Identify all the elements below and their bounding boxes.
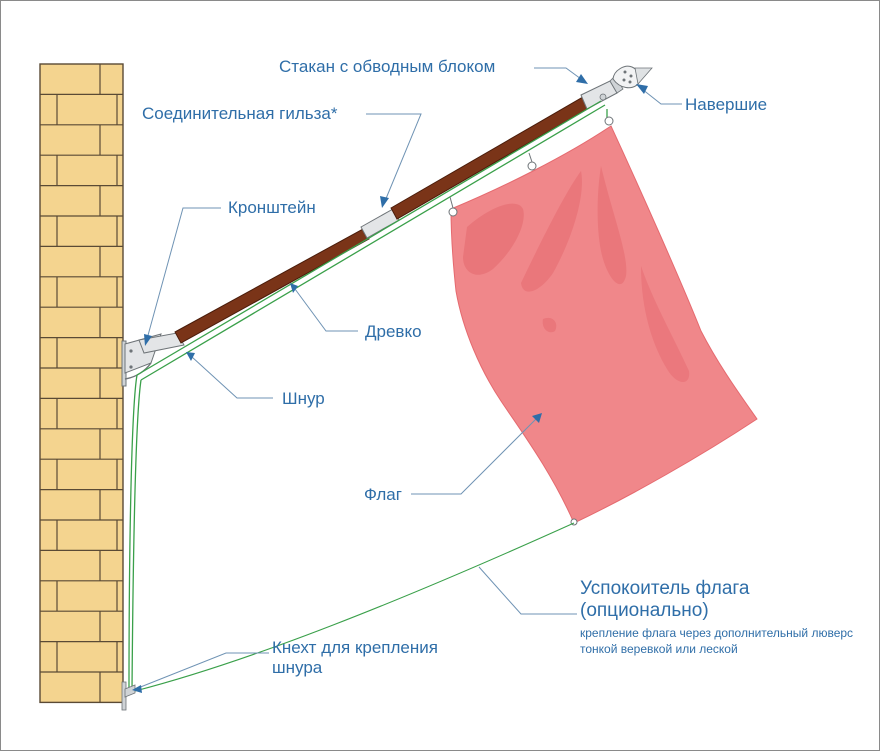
label-stabilizer-note: крепление флага через дополнительный люв… bbox=[580, 625, 853, 657]
halyard-cord bbox=[128, 100, 608, 692]
label-stabilizer-note-line1: крепление флага через дополнительный люв… bbox=[580, 626, 854, 640]
label-cleat-line2: шнура bbox=[272, 658, 323, 678]
cord-cleat bbox=[121, 681, 136, 711]
label-cup: Стакан с обводным блоком bbox=[279, 57, 496, 76]
pointer-arrow-icon bbox=[132, 74, 648, 693]
label-stabilizer-line2: (опционально) bbox=[580, 599, 709, 621]
label-sleeve: Соединительная гильза* bbox=[142, 104, 338, 123]
pulley-cup bbox=[580, 80, 618, 110]
label-pole: Древко bbox=[365, 322, 422, 341]
label-flag: Флаг bbox=[364, 485, 402, 504]
label-cleat-line1: Кнехт для крепления bbox=[272, 638, 438, 657]
leader-lines bbox=[137, 67, 682, 689]
stabilizer-line bbox=[134, 522, 575, 692]
label-bracket: Кронштейн bbox=[228, 198, 316, 217]
label-stabilizer: Успокоитель флага (опционально) bbox=[580, 578, 750, 622]
brick-wall bbox=[39, 63, 124, 704]
label-cord: Шнур bbox=[282, 389, 325, 408]
label-finial: Навершие bbox=[685, 95, 768, 114]
flag bbox=[448, 116, 758, 526]
finial-spike-icon bbox=[609, 65, 653, 94]
label-cleat: Кнехт для крепления шнура bbox=[272, 638, 438, 679]
label-stabilizer-note-line2: тонкой веревкой или леской bbox=[580, 642, 738, 657]
label-stabilizer-line1: Успокоитель флага bbox=[580, 578, 750, 599]
